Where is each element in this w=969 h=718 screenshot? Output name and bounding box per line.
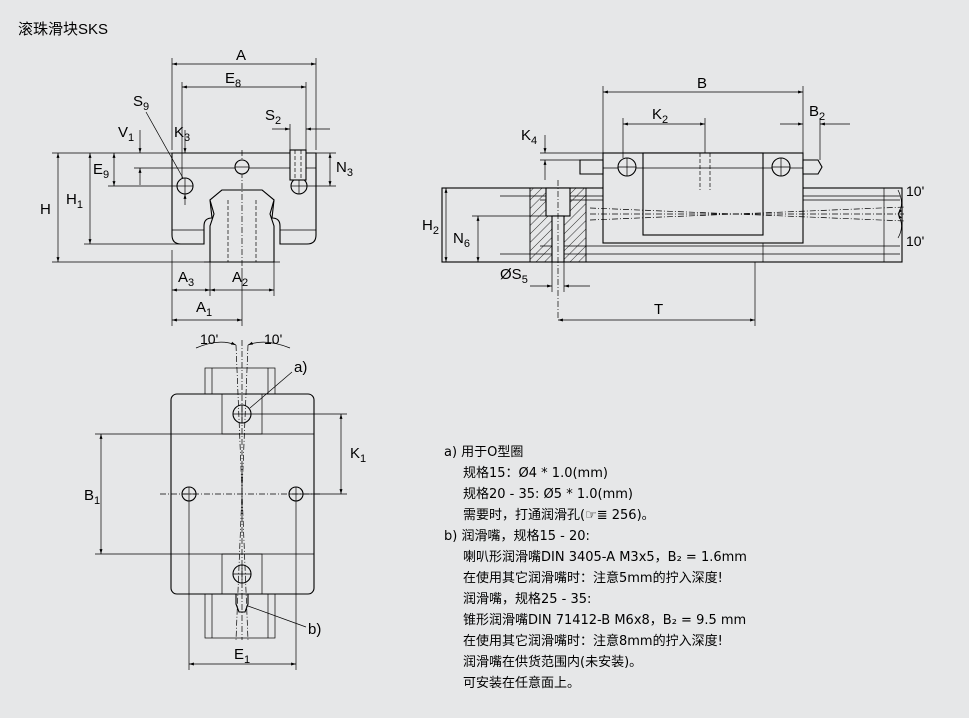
dim-A3: A3 xyxy=(178,269,194,289)
dim-V1: V1 xyxy=(118,124,134,144)
front-view: A E8 S9 S2 V1 K3 E9 N3 H xyxy=(40,47,353,326)
callout-b: b) xyxy=(308,621,321,638)
dim-OS5: ØS5 xyxy=(500,266,528,286)
note-line: a) 用于O型圈 xyxy=(444,445,523,460)
angle-label-top: 10' xyxy=(906,183,924,199)
dim-H2: H2 xyxy=(422,217,439,237)
dim-E9: E9 xyxy=(93,161,109,181)
side-view: B K2 B2 K4 H2 N6 ØS5 T 10' 10 xyxy=(422,75,924,326)
dim-B1: B1 xyxy=(84,487,100,507)
note-line: 需要时，打通润滑孔(☞≣ 256)。 xyxy=(463,508,655,523)
dim-T: T xyxy=(654,301,663,318)
page-title: 滚珠滑块SKS xyxy=(18,21,108,38)
dim-N6: N6 xyxy=(453,230,470,250)
note-line: 润滑嘴，规格25 - 35: xyxy=(463,591,591,607)
note-line: 规格15：Ø4 * 1.0(mm) xyxy=(463,465,608,481)
dim-A1: A1 xyxy=(196,299,212,319)
dim-B2: B2 xyxy=(809,103,825,123)
top-angle-right: 10' xyxy=(264,331,282,347)
dim-K2: K2 xyxy=(652,106,668,126)
note-line: 在使用其它润滑嘴时：注意5mm的拧入深度! xyxy=(463,570,723,586)
angle-label-bottom: 10' xyxy=(906,233,924,249)
note-line: 锥形润滑嘴DIN 71412-B M6x8，B₂ = 9.5 mm xyxy=(463,613,746,628)
notes-block: a) 用于O型圈 规格15：Ø4 * 1.0(mm) 规格20 - 35: Ø5… xyxy=(444,445,747,691)
dim-A: A xyxy=(236,47,246,64)
note-line: 规格20 - 35: Ø5 * 1.0(mm) xyxy=(463,486,633,502)
dim-H: H xyxy=(40,201,51,218)
dim-N3: N3 xyxy=(336,159,353,179)
note-line: 在使用其它润滑嘴时：注意8mm的拧入深度! xyxy=(463,633,723,649)
dim-S9: S9 xyxy=(133,93,149,113)
dim-S2: S2 xyxy=(265,107,281,127)
top-view: 10' 10' a) b) K1 B1 E1 xyxy=(84,331,366,670)
top-angle-left: 10' xyxy=(200,331,218,347)
callout-a: a) xyxy=(294,359,307,376)
dim-K1: K1 xyxy=(350,445,366,465)
note-line: 润滑嘴在供货范围内(未安装)。 xyxy=(463,654,642,670)
dim-E1: E1 xyxy=(234,646,250,666)
dim-B: B xyxy=(697,75,707,92)
dim-K4: K4 xyxy=(521,127,537,147)
note-line: b) 润滑嘴，规格15 - 20: xyxy=(444,528,590,544)
dim-H1: H1 xyxy=(66,191,83,211)
note-line: 喇叭形润滑嘴DIN 3405-A M3x5，B₂ = 1.6mm xyxy=(463,550,747,565)
dim-A2: A2 xyxy=(232,269,248,289)
dim-K3: K3 xyxy=(174,124,190,144)
dim-E8: E8 xyxy=(225,70,241,90)
note-line: 可安装在任意面上。 xyxy=(463,675,580,691)
